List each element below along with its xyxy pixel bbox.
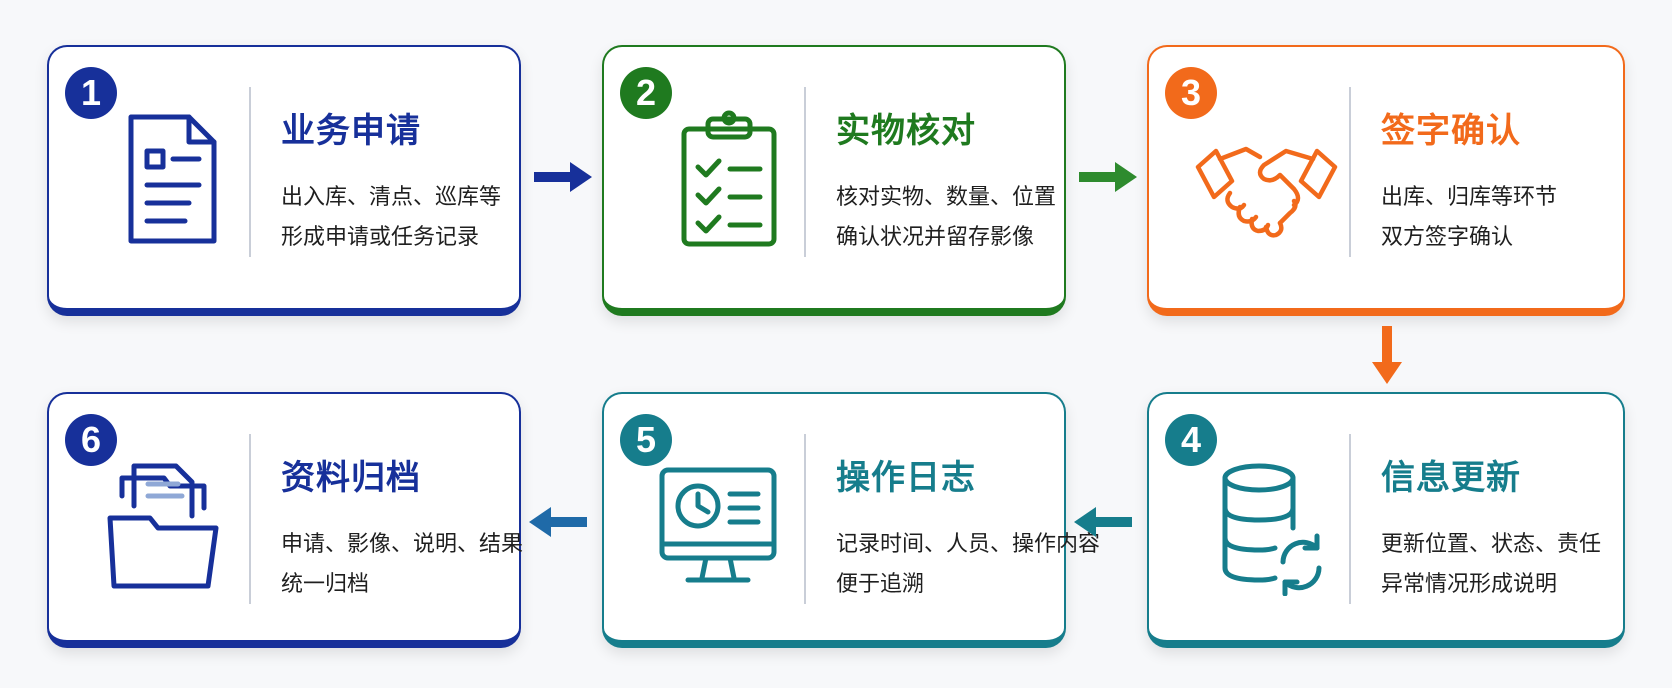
- step-description-line1: 出入库、清点、巡库等: [281, 185, 502, 210]
- document-icon: [109, 109, 229, 249]
- step-card-4: 4 信息更新 更新位置、状态、责任 异常情况形成说明: [1147, 392, 1625, 648]
- step-card-6: 6 资料归档 申请、影像、说明、结果 统一归档: [47, 392, 524, 648]
- step-description-line1: 核对实物、数量、位置: [836, 185, 1057, 210]
- step-description-line2: 形成申请或任务记录: [281, 225, 480, 250]
- step-description-line1: 申请、影像、说明、结果: [281, 532, 524, 557]
- step-title: 签字确认: [1381, 111, 1521, 151]
- step-description-line2: 统一归档: [281, 572, 370, 597]
- step-card-3: 3 签字确认 出库、归库等环节 双方签字确认: [1147, 45, 1625, 316]
- step-card-1: 1 业务申请 出入库、清点、巡库等 形成申请或任务记录: [47, 45, 521, 316]
- arrow-right-icon: [532, 160, 594, 194]
- arrow-left-icon: [527, 505, 589, 539]
- step-number-badge: 4: [1165, 414, 1217, 466]
- step-description-line1: 记录时间、人员、操作内容: [836, 532, 1101, 557]
- card-divider: [1349, 434, 1351, 604]
- step-description-line2: 便于追溯: [836, 572, 925, 597]
- folder-documents-icon: [104, 456, 229, 596]
- step-card-5: 5 操作日志 记录时间、人员、操作内容 便于追溯: [602, 392, 1100, 648]
- clipboard-check-icon: [664, 109, 784, 249]
- card-divider: [249, 87, 251, 257]
- step-description-line1: 出库、归库等环节: [1381, 185, 1558, 210]
- step-description-line2: 异常情况形成说明: [1381, 572, 1558, 597]
- step-card-2: 2 实物核对 核对实物、数量、位置 确认状况并留存影像: [602, 45, 1066, 316]
- arrow-right-icon: [1077, 160, 1139, 194]
- card-divider: [249, 434, 251, 604]
- step-description-line1: 更新位置、状态、责任: [1381, 532, 1602, 557]
- step-description-line2: 双方签字确认: [1381, 225, 1514, 250]
- step-title: 信息更新: [1381, 458, 1521, 498]
- arrow-down-icon: [1370, 324, 1404, 386]
- step-description-line2: 确认状况并留存影像: [836, 225, 1035, 250]
- handshake-icon: [1194, 109, 1339, 249]
- step-title: 操作日志: [836, 458, 976, 498]
- step-number-badge: 6: [65, 414, 117, 466]
- step-title: 资料归档: [281, 458, 421, 498]
- card-divider: [1349, 87, 1351, 257]
- step-number-badge: 1: [65, 67, 117, 119]
- step-number-badge: 2: [620, 67, 672, 119]
- step-number-badge: 5: [620, 414, 672, 466]
- monitor-clock-icon: [654, 456, 784, 596]
- database-sync-icon: [1209, 456, 1329, 596]
- card-divider: [804, 87, 806, 257]
- step-title: 实物核对: [836, 111, 976, 151]
- card-divider: [804, 434, 806, 604]
- step-title: 业务申请: [281, 111, 421, 151]
- step-number-badge: 3: [1165, 67, 1217, 119]
- arrow-left-icon: [1072, 505, 1134, 539]
